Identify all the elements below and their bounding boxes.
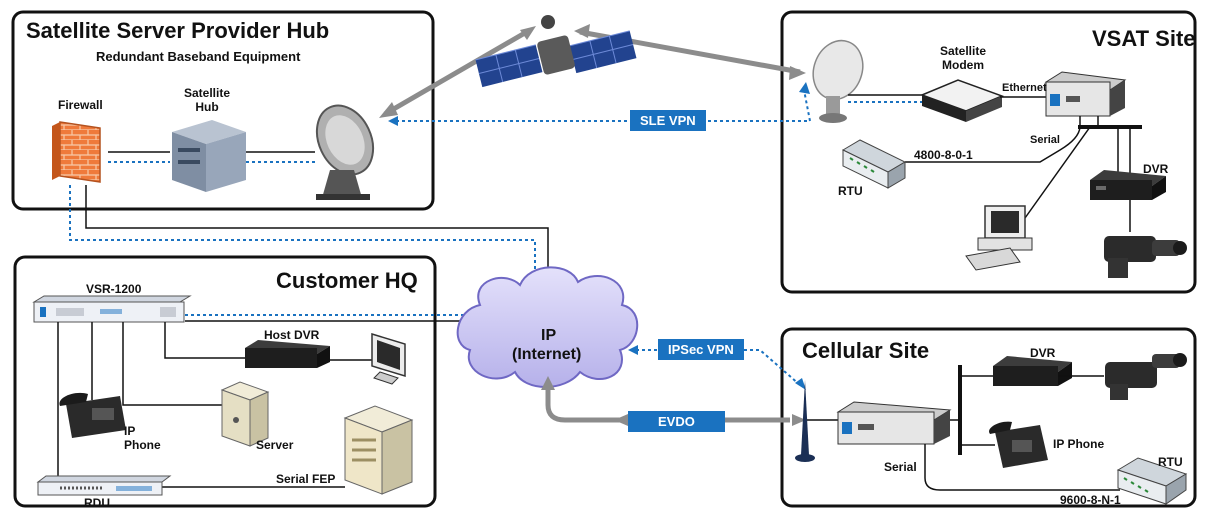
cellular-title: Cellular Site (802, 338, 930, 363)
satellite-hub-label: Satellite Hub (184, 86, 231, 114)
rdu-icon (36, 475, 172, 496)
satellite-icon (475, 15, 637, 88)
host-dvr-icon (245, 340, 330, 368)
satellite-modem-label: Satellite Modem (940, 44, 987, 72)
hq-title: Customer HQ (276, 268, 418, 293)
vsat-pc-icon (965, 205, 1033, 271)
hub-dish-icon (315, 104, 375, 200)
firewall-label: Firewall (58, 98, 103, 112)
hq-monitor-icon (371, 332, 406, 385)
evdo-tag: EVDO (628, 411, 725, 432)
vsat-serial-label: Serial (1030, 134, 1060, 146)
cellular-rtu-label: RTU (1158, 455, 1183, 469)
cellular-camera-icon (1105, 353, 1187, 400)
cellular-ip-phone-icon (989, 421, 1048, 468)
cloud-internet-label: (Internet) (512, 346, 582, 363)
internet-cloud (456, 266, 639, 388)
cellular-serial-setting: 9600-8-N-1 (1060, 493, 1121, 507)
hq-server-icon (220, 381, 270, 447)
cloud-ip-label: IP (541, 327, 557, 344)
cellular-bandit-router (836, 401, 952, 445)
vsat-dvr-icon (1090, 170, 1166, 200)
hub-subtitle: Redundant Baseband Equipment (96, 49, 301, 64)
vsat-rtu-label: RTU (838, 184, 863, 198)
server-label: Server (256, 438, 294, 452)
ipsec-vpn-tag: IPSec VPN (658, 339, 744, 360)
vsat-bandit-router (1044, 71, 1127, 117)
cellular-antenna-icon (795, 380, 815, 462)
vsr-1200-icon (32, 295, 192, 323)
ethernet-label: Ethernet (1002, 82, 1047, 94)
vsr-label: VSR-1200 (86, 282, 142, 296)
cellular-serial-label: Serial (884, 460, 917, 474)
vsat-dish-icon (812, 39, 864, 123)
vsat-camera-icon (1104, 236, 1187, 278)
rdu-label: RDU (84, 496, 110, 510)
vsat-serial-setting: 4800-8-0-1 (914, 148, 973, 162)
vsat-dvr-label: DVR (1143, 162, 1169, 176)
host-dvr-label: Host DVR (264, 328, 320, 342)
firewall-icon (52, 121, 101, 183)
hq-ip-phone-icon (59, 392, 126, 438)
hub-title: Satellite Server Provider Hub (26, 18, 330, 43)
cellular-dvr-label: DVR (1030, 346, 1056, 360)
serial-fep-icon (343, 405, 414, 495)
hq-ip-phone-label: IP Phone (124, 424, 161, 452)
cellular-rtu-icon (1116, 457, 1188, 505)
satellite-modem-icon (919, 79, 1005, 122)
sle-vpn-tag: SLE VPN (630, 110, 706, 131)
vsat-title: VSAT Site (1092, 26, 1196, 51)
cellular-dvr-icon (993, 356, 1072, 386)
cellular-ip-phone-label: IP Phone (1053, 437, 1105, 451)
vsat-rtu-icon (841, 139, 907, 189)
satellite-hub-icon (172, 120, 246, 192)
serial-fep-label: Serial FEP (276, 472, 336, 486)
